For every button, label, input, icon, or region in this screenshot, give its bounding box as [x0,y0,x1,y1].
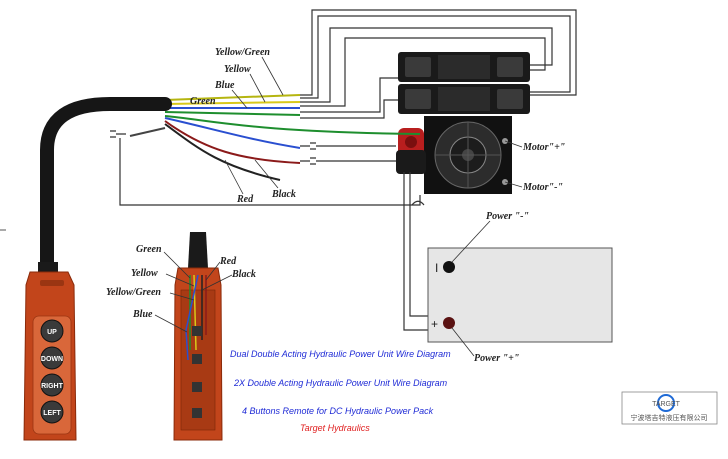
pendant-remote-side [173,232,223,441]
wire-red [164,120,301,164]
wire-yellow [164,101,301,105]
solenoid-valves [398,52,530,114]
wire-loop-3 [300,27,553,103]
svg-text:RIGHT: RIGHT [41,383,64,390]
company-name-cn: 宁波塔吉特液压有限公司 [631,413,708,422]
power-minus-label: Power "-" [486,211,529,222]
battery-positive-terminal [443,317,455,329]
wire-ground [129,127,166,137]
wire-loop-2 [300,15,571,99]
wire-loop-4 [300,37,546,107]
svg-text:DOWN: DOWN [41,356,63,363]
label-green-top: Green [190,96,216,107]
wire-blue-2 [164,117,301,149]
side-label-yellow-green: Yellow/Green [106,287,161,298]
company-logo-box: TARGET 宁波塔吉特液压有限公司 [621,391,718,425]
label-red: Red [236,194,254,205]
logo-icon [657,394,675,412]
svg-text:LEFT: LEFT [43,410,61,417]
wire-green-2 [164,115,421,135]
power-plus-label: Power "+" [474,353,519,364]
motor-block [396,116,512,194]
wire-loop-1 [300,9,577,96]
label-yellow-green-top: Yellow/Green [215,47,270,58]
battery-plus-symbol: + [431,317,438,331]
power-wires [119,138,428,331]
harness-wires [129,94,421,181]
label-black: Black [271,189,296,200]
wire-black [164,123,281,181]
side-label-black: Black [231,269,256,280]
title-line-3: 4 Buttons Remote for DC Hydraulic Power … [242,406,434,416]
label-yellow-top: Yellow [224,64,251,75]
battery-negative-terminal [443,261,455,273]
wire-to-valve-1 [300,77,398,113]
brand-name: Target Hydraulics [300,423,370,433]
title-line-2: 2X Double Acting Hydraulic Power Unit Wi… [233,378,448,388]
wire-yellow-green [164,94,301,101]
valve-control-wires [300,9,577,119]
battery-minus-symbol: I [435,261,438,275]
remote-cable [40,97,172,272]
button-right[interactable]: RIGHT [40,373,64,397]
button-left[interactable]: LEFT [40,400,64,424]
label-blue-top: Blue [214,80,235,91]
side-label-green: Green [136,244,162,255]
button-down[interactable]: DOWN [40,346,64,370]
side-label-red: Red [219,256,237,267]
remote-buttons: UP DOWN RIGHT LEFT [40,319,64,424]
svg-text:UP: UP [47,329,57,336]
battery-body [427,247,613,343]
logo-text: TARGET [652,401,681,408]
motor-minus-label: Motor"-" [522,182,563,193]
spade-terminals [110,130,316,165]
wire-green [164,111,301,116]
side-label-blue: Blue [132,309,153,320]
title-line-1: Dual Double Acting Hydraulic Power Unit … [230,349,451,359]
battery: I + [427,247,613,343]
motor-plus-label: Motor"+" [522,142,565,153]
button-up[interactable]: UP [40,319,64,343]
side-label-yellow: Yellow [131,268,158,279]
wire-to-valve-2 [300,99,398,119]
